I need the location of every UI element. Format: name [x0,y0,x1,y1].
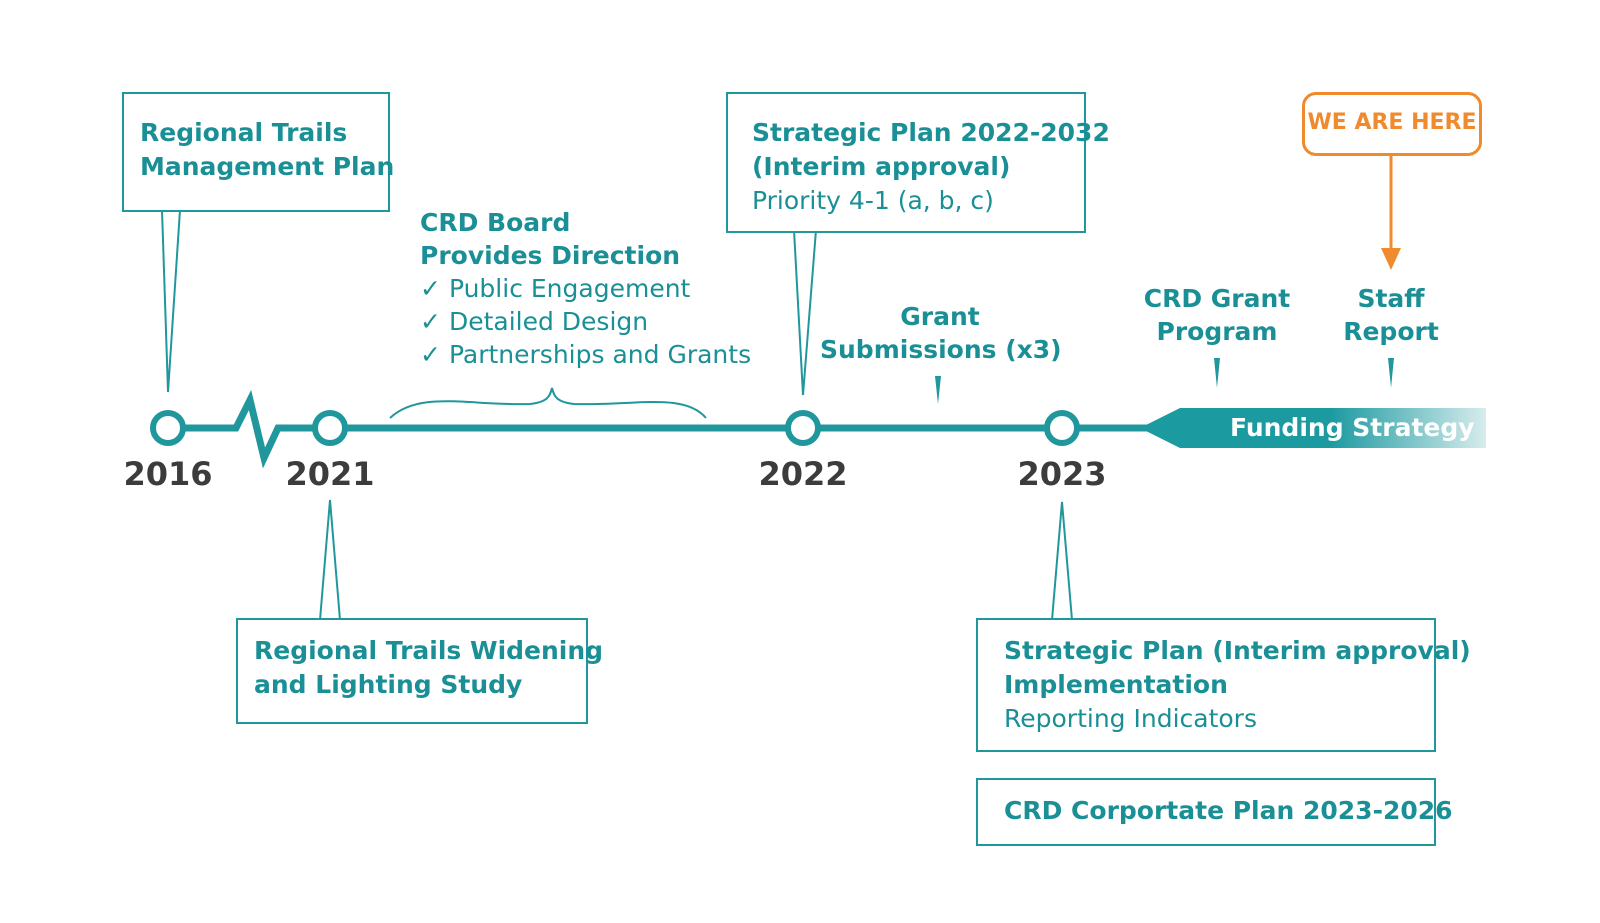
corporate-plan-box: CRD Corportate Plan 2023-2026 [976,778,1453,846]
widening-line-1: Regional Trails Widening [254,636,604,665]
year-label-2022: 2022 [758,455,848,493]
year-label-2023: 2023 [1017,455,1107,493]
board-check-2: ✓Detailed Design [420,307,649,336]
implementation-line-1: Strategic Plan (Interim approval) [1004,636,1471,665]
strategic-plan-box: Strategic Plan 2022-2032 (Interim approv… [726,92,1110,233]
grant-submissions-line-2: Submissions (x3) [820,335,1062,364]
we-are-here-badge: WE ARE HERE [1302,92,1482,156]
board-line-2: Provides Direction [420,241,681,270]
strategic-line-1: Strategic Plan 2022-2032 [752,118,1110,147]
implementation-box: Strategic Plan (Interim approval) Implem… [976,618,1471,752]
check-icon: ✓ [420,274,441,303]
staff-report-label: Staff Report [1321,282,1461,348]
rtmp-box: Regional Trails Management Plan [122,92,395,212]
year-label-2021: 2021 [285,455,375,493]
grant-program-line-1: CRD Grant [1143,284,1291,313]
check-icon: ✓ [420,340,441,369]
rtmp-line-2: Management Plan [140,152,395,181]
funding-strategy-band [1140,408,1486,448]
year-node-2016 [150,410,186,446]
widening-line-2: and Lighting Study [254,670,523,699]
year-node-2022 [785,410,821,446]
corporate-line-1: CRD Corportate Plan 2023-2026 [1004,796,1453,825]
strategic-pointer [792,229,818,396]
grant-program-line-2: Program [1156,317,1278,346]
implementation-sub: Reporting Indicators [1004,704,1257,733]
board-line-1: CRD Board [420,208,571,237]
funding-strategy-label: Funding Strategy [1230,413,1475,442]
rtmp-pointer [160,209,182,393]
grant-program-label: CRD Grant Program [1127,282,1307,348]
staff-report-line-2: Report [1343,317,1439,346]
implementation-line-2: Implementation [1004,670,1228,699]
timeline-break-icon [220,389,330,469]
staff-report-line-1: Staff [1357,284,1425,313]
grant-submissions-label: Grant Submissions (x3) [820,300,1062,366]
year-node-2021 [312,410,348,446]
board-period-brace [389,387,707,419]
strategic-line-2: (Interim approval) [752,152,1011,181]
grant-submissions-line-1: Grant [900,302,980,331]
board-check-1: ✓Public Engagement [420,274,691,303]
widening-box: Regional Trails Widening and Lighting St… [236,618,604,724]
board-direction: CRD Board Provides Direction ✓Public Eng… [420,206,751,371]
widening-pointer [318,499,342,621]
staff-report-tick [1388,358,1394,388]
implementation-pointer [1050,501,1074,621]
check-icon: ✓ [420,307,441,336]
year-label-2016: 2016 [123,455,213,493]
we-are-here-arrow-icon [1381,248,1401,270]
year-node-2023 [1044,410,1080,446]
grant-program-tick [1214,358,1220,388]
board-check-3: ✓Partnerships and Grants [420,340,752,369]
grant-submissions-tick [935,376,941,404]
strategic-sub: Priority 4-1 (a, b, c) [752,186,994,215]
rtmp-line-1: Regional Trails [140,118,348,147]
